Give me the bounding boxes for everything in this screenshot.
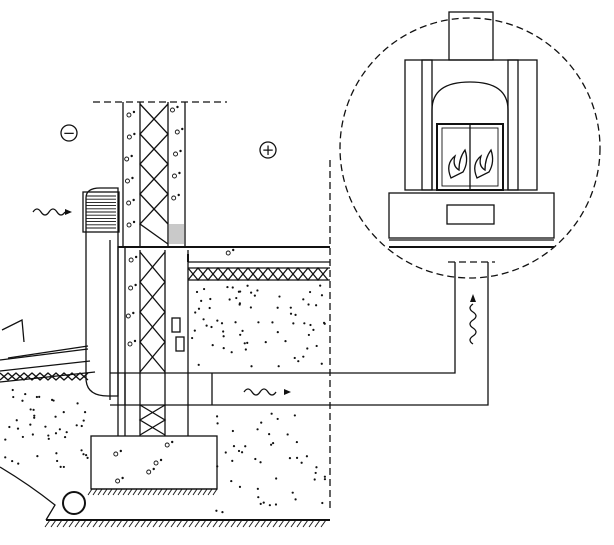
wavy-arrow-icon [469, 294, 477, 345]
masonry-aggregate-dots [124, 110, 136, 228]
upper-insulation-zigzag [139, 103, 169, 245]
positive-pressure-marker: + [259, 141, 277, 159]
fireplace-detail-callout [339, 11, 601, 279]
detail-circle [339, 17, 601, 279]
flame-left [448, 148, 468, 179]
gravel-fill [191, 284, 327, 514]
positive-pressure-label: + [262, 141, 275, 159]
negative-pressure-marker: − [60, 124, 78, 142]
flame-right [474, 148, 494, 179]
footing [90, 435, 218, 490]
slab-insulation-zigzag [187, 266, 329, 282]
circle-drain-icon [62, 491, 86, 515]
upper-wall [93, 101, 227, 246]
louvered-vent-icon [82, 187, 120, 400]
foundation-wall [117, 246, 189, 436]
exterior-grade [0, 318, 330, 528]
wavy-arrow-icon [32, 208, 72, 216]
wavy-arrow-icon [243, 388, 291, 396]
masonry-aggregate-dots-inner [170, 105, 184, 201]
floor-slab [118, 246, 330, 282]
negative-pressure-label: − [63, 124, 76, 142]
combustion-air-duct [110, 261, 495, 406]
